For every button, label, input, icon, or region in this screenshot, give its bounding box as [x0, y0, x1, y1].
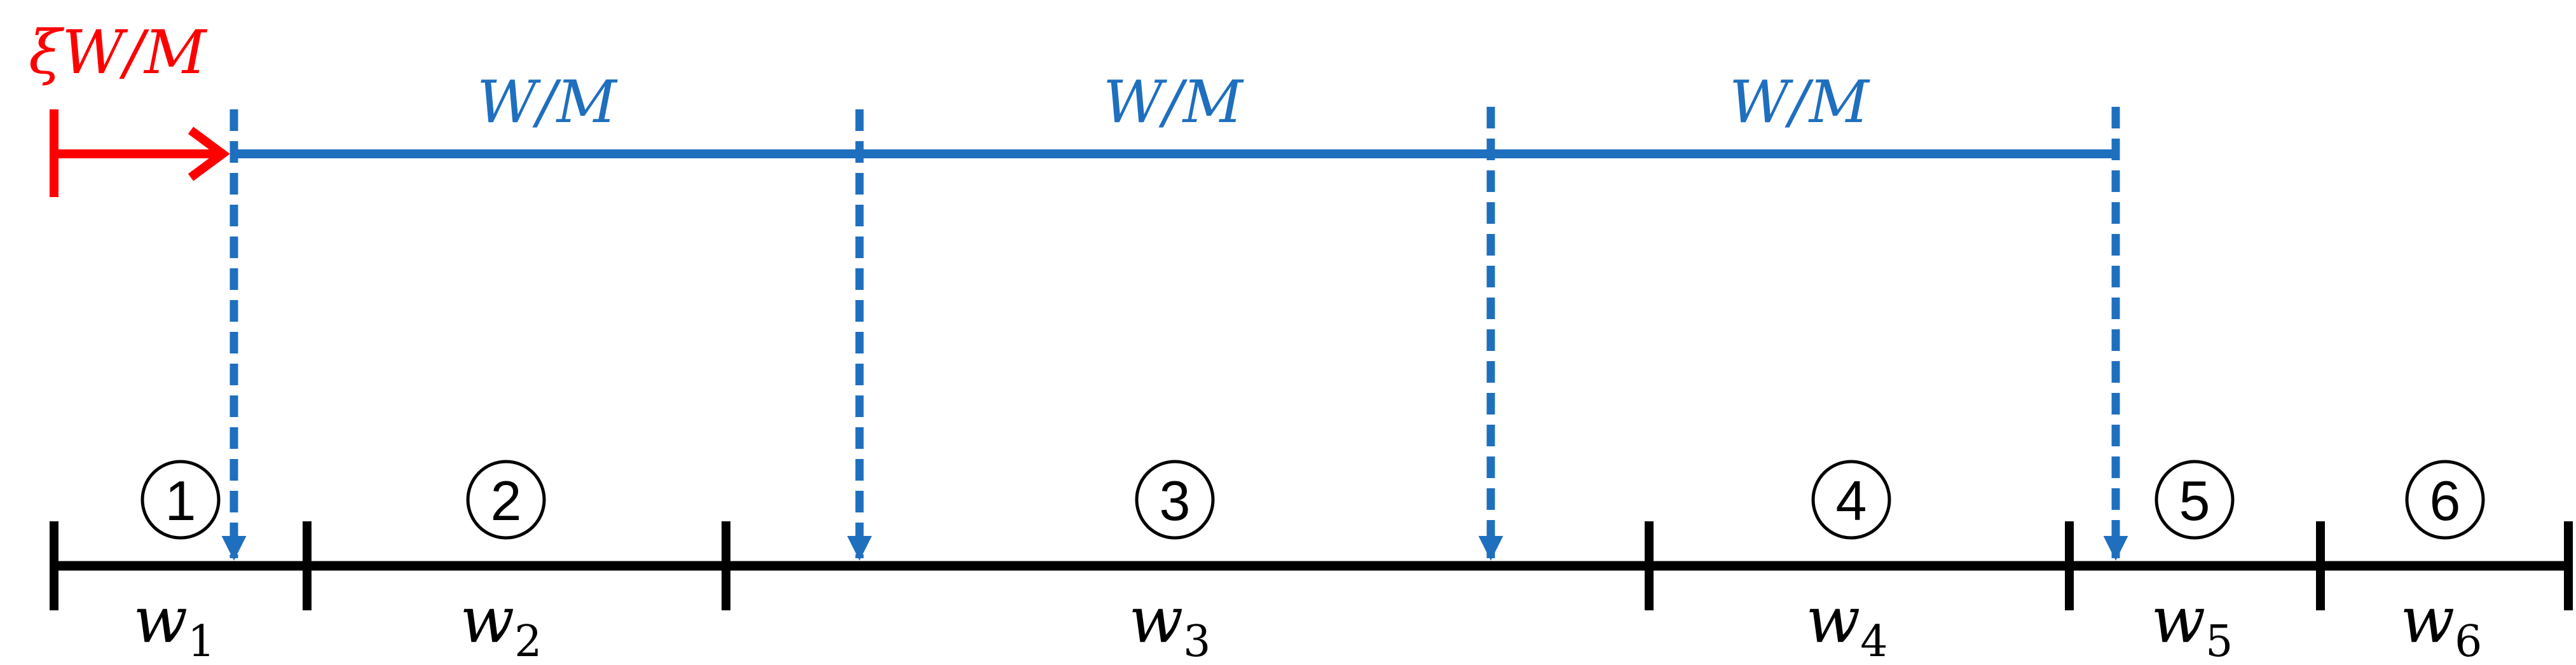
segment-number-4: 4: [1811, 460, 1891, 540]
weight-label-6: w6: [2401, 583, 2483, 665]
svg-text:3: 3: [1160, 469, 1191, 532]
weight-label-1: w1: [134, 583, 216, 665]
segment-number-3: 3: [1135, 460, 1215, 540]
svg-text:5: 5: [2179, 469, 2210, 532]
weight-label-2: w2: [460, 583, 542, 665]
svg-text:6: 6: [2430, 469, 2461, 532]
segment-number-2: 2: [466, 460, 546, 540]
spacing-label-1: W/M: [477, 68, 619, 136]
svg-text:1: 1: [165, 469, 196, 532]
segment-number-1: 1: [140, 460, 221, 540]
svg-text:4: 4: [1836, 469, 1867, 532]
weight-label-5: w5: [2151, 583, 2233, 665]
svg-text:2: 2: [491, 469, 522, 532]
spacing-label-2: W/M: [1103, 68, 1245, 136]
segment-number-6: 6: [2405, 460, 2485, 540]
offset-arrow-head: [188, 127, 230, 181]
spacing-label-3: W/M: [1729, 68, 1871, 136]
axis-ticks: [50, 521, 2573, 610]
segment-number-5: 5: [2155, 460, 2235, 540]
weight-label-4: w4: [1806, 583, 1888, 665]
weight-label-3: w3: [1129, 583, 1211, 665]
offset-label: ξW/M: [29, 18, 208, 88]
